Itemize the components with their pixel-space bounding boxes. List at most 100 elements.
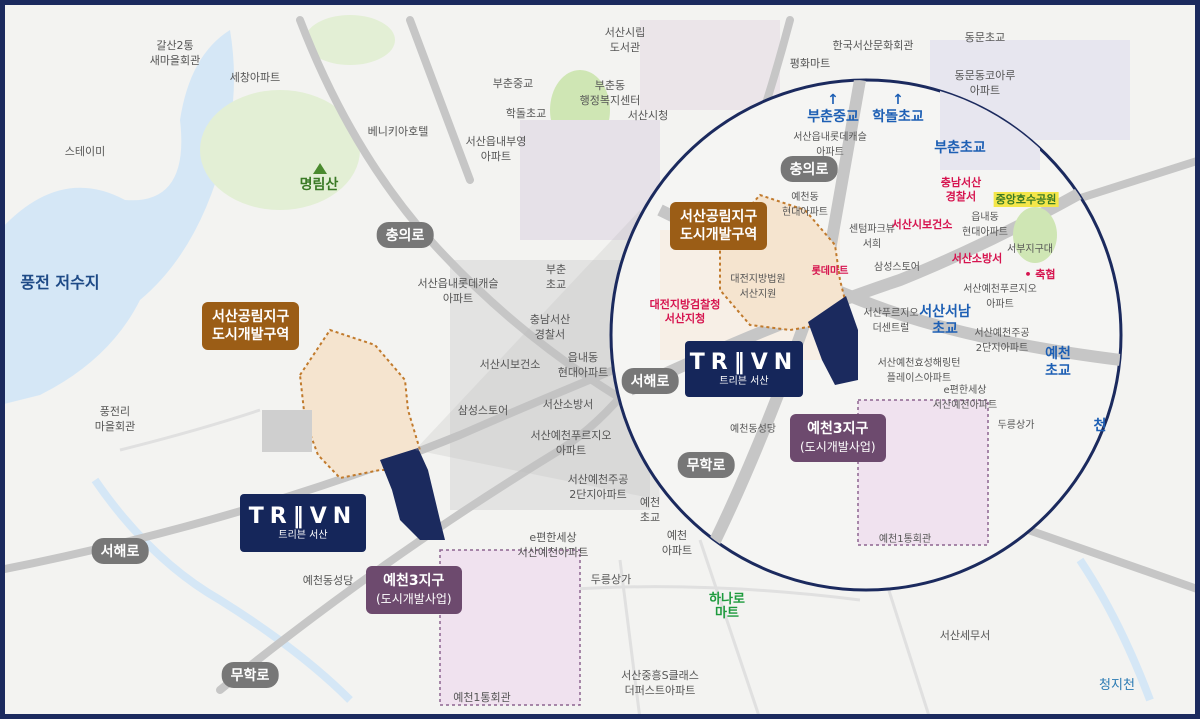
brand-box: TR‖VN 트리븐 서산 <box>240 494 366 552</box>
urban-block-2 <box>520 120 660 240</box>
zoom-tag-redevelop-line1: 서산공림지구 <box>680 209 758 225</box>
zoom-label-lotte: 롯데마트 <box>811 266 849 277</box>
zoom-tag-yecheon3-line1: 예천3지구 <box>807 421 869 437</box>
label-hakdol: 학돌초교 <box>505 107 547 120</box>
label-yecheon1: 예천1통회관 <box>453 691 511 704</box>
label-pungjeon: 풍전 저수지 <box>20 273 100 292</box>
road-label-seohae: 서해로 <box>91 538 149 564</box>
zoom-tag-yecheon3-line2: (도시개발사업) <box>800 440 876 454</box>
zoom-label-seobu: 서부지구대 <box>1007 244 1053 255</box>
zoom-cone <box>415 210 660 500</box>
label-cheongji: 청지천 <box>1099 678 1135 693</box>
pungjeon-reservoir <box>0 30 234 405</box>
trivn-site <box>380 448 445 540</box>
zoom-road-label-muhak: 무학로 <box>677 452 735 478</box>
zoom-tag-redevelop: 서산공림지구 도시개발구역 <box>670 202 768 250</box>
stream <box>91 477 353 703</box>
tag-yecheon3-line1: 예천3지구 <box>383 573 445 589</box>
zoom-label-yecheon1: 예천1통회관 <box>878 534 932 545</box>
label-sechang: 세창아파트 <box>229 71 281 84</box>
zoom-trivn-site <box>808 296 858 385</box>
mountain-icon <box>313 163 327 174</box>
zoom-brand-box: TR‖VN 트리븐 서산 <box>685 341 803 397</box>
label-samsung: 삼성스토어 <box>457 404 509 417</box>
brand-logo: TR‖VN <box>248 504 358 529</box>
road-label-muhak: 무학로 <box>221 662 279 688</box>
label-benikia: 베니키아호텔 <box>367 125 429 138</box>
label-culture-hall: 한국서산문화회관 <box>832 39 914 52</box>
zoom-tag-redevelop-line2: 도시개발구역 <box>680 227 758 243</box>
grey-lot <box>262 410 312 452</box>
zoom-brand-logo: TR‖VN <box>689 350 799 375</box>
tag-redevelop-line2: 도시개발구역 <box>212 327 290 343</box>
brand-korean: 트리븐 서산 <box>278 530 328 541</box>
park-1 <box>200 90 360 210</box>
road-north <box>406 16 474 184</box>
label-fire: 서산소방서 <box>542 398 594 411</box>
tag-redevelop-line1: 서산공림지구 <box>212 309 290 325</box>
label-tax-office: 서산세무서 <box>939 629 991 642</box>
label-dureung: 두릉상가 <box>590 573 632 586</box>
label-myeongnim: 명림산 <box>299 177 339 193</box>
yecheon3-area <box>439 549 581 706</box>
zoom-label-buchun-school: 부춘초교 <box>934 140 986 156</box>
zoom-label-fire: 서산소방서 <box>951 252 1003 265</box>
zoom-label-buchun-middle: ↑부춘중교 <box>807 92 859 125</box>
label-buchun-middle: 부춘중교 <box>492 77 534 90</box>
label-steimi: 스테이미 <box>64 145 106 158</box>
road-label-chungui: 충의로 <box>376 222 434 248</box>
label-health: 서산시보건소 <box>479 358 541 371</box>
park-2 <box>305 15 395 65</box>
zoom-label-central-park: 중앙호수공원 <box>993 192 1059 207</box>
label-pyeonghwa: 평화마트 <box>789 57 831 70</box>
label-city-hall: 서산시청 <box>627 109 669 122</box>
zoom-label-yecheon-church: 예천동성당 <box>730 424 776 435</box>
zoom-brand-korean: 트리븐 서산 <box>719 376 769 387</box>
zoom-label-nonghyup: • 축협 <box>1024 268 1056 281</box>
tag-yecheon3: 예천3지구 (도시개발사업) <box>366 566 462 614</box>
label-dongmun-school: 동문초교 <box>964 31 1006 44</box>
zoom-road-label-chungui: 충의로 <box>780 156 838 182</box>
zoom-label-samsung: 삼성스토어 <box>874 262 920 273</box>
label-yecheon-church: 예천동성당 <box>302 574 354 587</box>
zoom-label-cheon: 천 <box>1093 418 1107 434</box>
cheongji-stream <box>1076 557 1154 702</box>
urban-block-3 <box>640 20 780 110</box>
tag-redevelop: 서산공림지구 도시개발구역 <box>202 302 300 350</box>
zoom-label-dureung: 두릉상가 <box>997 420 1035 431</box>
zoom-label-hakdol: ↑학돌초교 <box>872 92 924 125</box>
zoom-label-health: 서산시보건소 <box>891 218 953 231</box>
tag-yecheon3-line2: (도시개발사업) <box>376 592 452 606</box>
